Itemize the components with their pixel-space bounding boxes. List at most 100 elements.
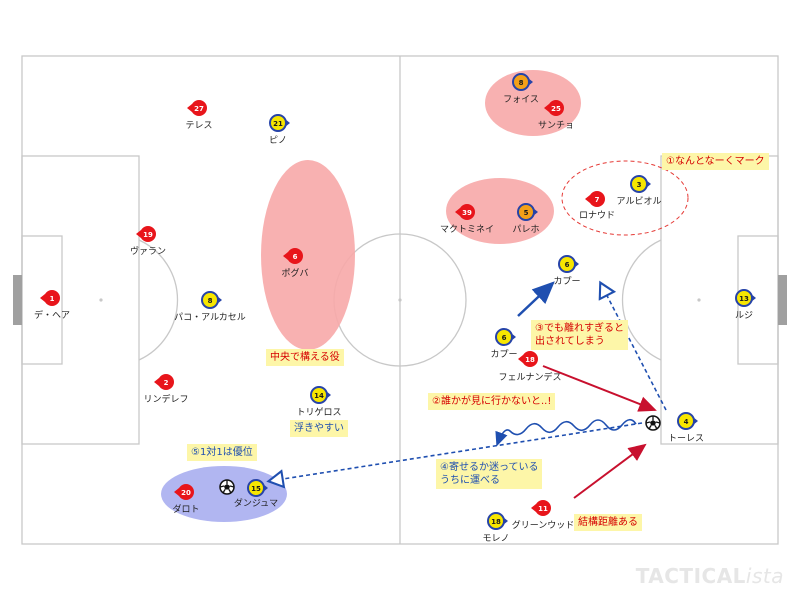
zone-pogba — [261, 160, 355, 350]
p-varane-marker — [140, 226, 156, 242]
p-capoue-1-number: 6 — [565, 261, 570, 269]
p-capoue-1-name: カプー — [553, 276, 580, 287]
note-trigueros-float: 浮きやすい — [290, 420, 348, 437]
p-mctominay-direction-icon — [455, 208, 460, 216]
p-greenwood-number: 11 — [538, 505, 548, 513]
p-sancho-marker — [548, 100, 564, 116]
p-pau-name: パコ・アルカセル — [174, 312, 246, 323]
p-pogba-direction-icon — [283, 252, 288, 260]
ball-danjuma-icon — [219, 479, 235, 495]
p-capoue-2-marker — [495, 328, 513, 346]
p-greenwood-marker — [535, 500, 551, 516]
goal-post-left — [13, 275, 22, 325]
p-greenwood: 11 グリーンウッド — [512, 500, 575, 531]
p-pau-number: 8 — [208, 297, 213, 305]
players-layer: 1デ・ヘア27テレス19ヴァラン2リンデレフ6ポグバ20ダロト39マクトミネイ2… — [34, 73, 756, 544]
dribble-arrow-torres — [495, 418, 637, 447]
ball-torres-icon — [645, 415, 661, 431]
pass-arrow-torres-capoue — [601, 284, 667, 411]
p-fosu: 8 フォイス — [503, 73, 539, 105]
note-one-v-one: ⑤1対1は優位 — [187, 444, 257, 461]
p-pau-marker — [201, 291, 219, 309]
p-torres-name: トーレス — [668, 434, 704, 444]
p-danjuma-name: ダンジュマ — [234, 497, 278, 509]
p-ronaldo: 7 ロナウド — [579, 191, 615, 221]
p-fosu-name: フォイス — [503, 95, 539, 105]
penalty-arc-right — [621, 239, 662, 361]
p-danjuma-number: 15 — [251, 485, 261, 493]
p-rulli-number: 13 — [739, 295, 749, 303]
p-dea-name: デ・ヘア — [34, 309, 70, 321]
p-trigueros-marker — [310, 386, 328, 404]
note-loosely-mark: ①なんとなーくマーク — [662, 153, 769, 170]
p-ronaldo-number: 7 — [595, 196, 600, 204]
p-fernandes: 18 フェルナンデス — [498, 351, 562, 383]
p-dea-marker — [44, 290, 60, 306]
p-dalot-direction-icon — [174, 488, 179, 496]
p-albiol-number: 3 — [637, 181, 642, 189]
penalty-box-right — [660, 155, 779, 445]
p-sancho-number: 25 — [551, 105, 561, 113]
watermark-italic: ista — [745, 564, 784, 588]
p-parejo: 5 パレホ — [512, 203, 540, 235]
p-dea-number: 1 — [50, 295, 55, 303]
p-albiol-name: アルビオル — [617, 196, 662, 207]
p-parejo-name: パレホ — [512, 224, 539, 235]
p-varane-number: 19 — [143, 231, 153, 239]
p-fosu-number: 8 — [519, 79, 524, 87]
centre-spot — [398, 298, 402, 302]
p-lindelof-name: リンデレフ — [143, 393, 188, 405]
p-moreno-number: 18 — [491, 518, 501, 526]
p-fernandes-number: 18 — [525, 356, 535, 364]
p-pogba-number: 6 — [293, 253, 298, 261]
p-mctominay-number: 39 — [462, 209, 472, 217]
penalty-spot-right — [697, 298, 701, 302]
note-too-far: ③でも離れすぎると 出されてしまう — [531, 320, 628, 350]
p-danjuma-marker — [247, 479, 265, 497]
p-telles-marker — [191, 100, 207, 116]
p-danjuma: 15 ダンジュマ — [234, 479, 278, 509]
p-torres: 4 トーレス — [668, 412, 704, 444]
p-albiol: 3 アルビオル — [617, 175, 662, 207]
p-pau: 8 パコ・アルカセル — [174, 291, 246, 323]
p-moreno-marker — [487, 512, 505, 530]
p-parejo-marker — [517, 203, 535, 221]
p-parejo-number: 5 — [524, 209, 529, 217]
p-sancho-direction-icon — [544, 104, 549, 112]
p-varane-direction-icon — [136, 230, 141, 238]
p-telles-name: テレス — [185, 120, 212, 131]
zone-ronaldo-albiol — [561, 160, 689, 236]
p-dea-direction-icon — [40, 294, 45, 302]
p-rulli-marker — [735, 289, 753, 307]
note-long-distance: 結構距離ある — [574, 514, 642, 531]
p-dea: 1 デ・ヘア — [34, 290, 70, 321]
p-mctominay-marker — [459, 204, 475, 220]
p-capoue-2-name: カプー — [490, 349, 517, 360]
p-capoue-1: 6 カプー — [553, 255, 581, 287]
p-greenwood-name: グリーンウッド — [512, 519, 575, 531]
p-pino-name: ピノ — [269, 135, 287, 146]
p-moreno-name: モレノ — [482, 534, 509, 544]
p-ronaldo-marker — [589, 191, 605, 207]
penalty-spot-left — [99, 298, 103, 302]
press-arrow-fernandes — [542, 365, 657, 412]
p-lindelof-direction-icon — [154, 378, 159, 386]
p-pogba-marker — [287, 248, 303, 264]
p-fernandes-name: フェルナンデス — [498, 371, 561, 383]
p-dalot-marker — [178, 484, 194, 500]
penalty-arc-left — [138, 239, 179, 361]
p-torres-number: 4 — [684, 418, 689, 426]
zone-mctominay-parejo — [446, 178, 554, 244]
note-too-far-line1: ③でも離れすぎると — [535, 323, 624, 334]
p-telles-number: 27 — [194, 105, 204, 113]
p-albiol-marker — [630, 175, 648, 193]
p-lindelof-number: 2 — [164, 379, 169, 387]
p-ronaldo-name: ロナウド — [579, 210, 615, 221]
watermark-main: TACTICAL — [635, 564, 746, 588]
